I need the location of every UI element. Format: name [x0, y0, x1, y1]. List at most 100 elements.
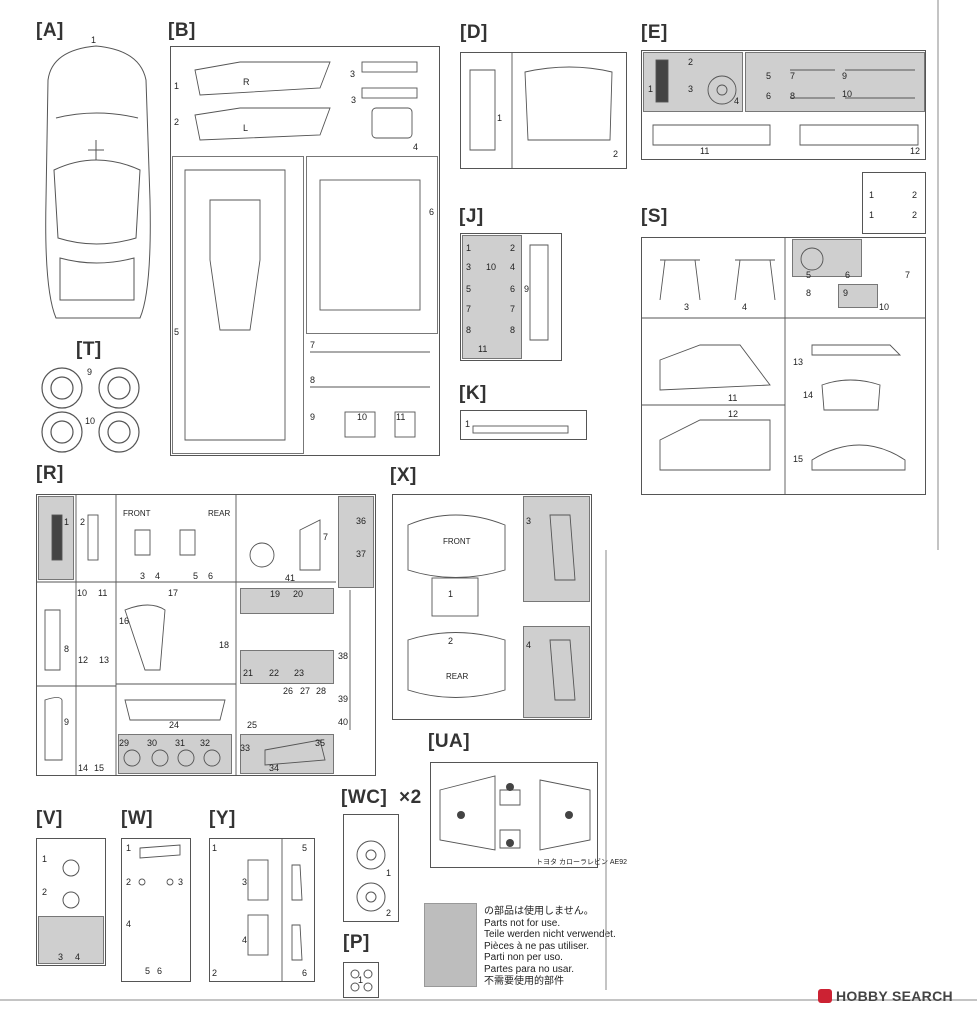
svg-text:R: R — [243, 77, 250, 87]
svg-text:34: 34 — [269, 763, 279, 773]
svg-text:12: 12 — [78, 655, 88, 665]
svg-text:3: 3 — [526, 516, 531, 526]
hobby-search-logo-icon — [818, 989, 832, 1003]
sprue-y — [209, 838, 315, 982]
svg-text:3: 3 — [466, 262, 471, 272]
svg-text:41: 41 — [285, 573, 295, 583]
svg-text:8: 8 — [790, 91, 795, 101]
legend-fr: Pièces à ne pas utiliser. — [484, 940, 590, 952]
watermark: HOBBY SEARCH — [818, 988, 953, 1004]
svg-text:5: 5 — [193, 571, 198, 581]
svg-text:2: 2 — [912, 210, 917, 220]
svg-text:8: 8 — [510, 325, 515, 335]
label-y: [Y] — [209, 808, 236, 829]
svg-text:32: 32 — [200, 738, 210, 748]
sprue-s-tab — [862, 172, 926, 234]
svg-text:1: 1 — [386, 868, 391, 878]
label-d: [D] — [460, 22, 488, 43]
sprue-r-unused-2 — [338, 496, 374, 588]
svg-text:2: 2 — [912, 190, 917, 200]
label-ua: [UA] — [428, 731, 471, 752]
svg-text:11: 11 — [98, 588, 107, 598]
svg-text:1: 1 — [212, 843, 217, 853]
svg-text:6: 6 — [429, 207, 434, 217]
sprue-k — [460, 410, 587, 440]
svg-text:7: 7 — [466, 304, 471, 314]
svg-text:7: 7 — [323, 532, 328, 542]
sprue-d — [460, 52, 627, 169]
sprue-r-unused-3 — [240, 588, 334, 614]
svg-text:15: 15 — [793, 454, 803, 464]
svg-text:30: 30 — [147, 738, 157, 748]
svg-text:9: 9 — [842, 71, 847, 81]
svg-text:1: 1 — [869, 190, 874, 200]
sprue-j-unused — [462, 235, 522, 359]
svg-text:10: 10 — [357, 412, 367, 422]
svg-text:3: 3 — [242, 877, 247, 887]
unused-parts-legend: の部品は使用しません。 Parts not for use. Teile wer… — [484, 906, 616, 987]
svg-text:1: 1 — [466, 243, 471, 253]
x-front-text: FRONT — [443, 537, 471, 546]
svg-text:4: 4 — [155, 571, 160, 581]
svg-text:8: 8 — [806, 288, 811, 298]
svg-text:8: 8 — [310, 375, 315, 385]
svg-text:12: 12 — [728, 409, 738, 419]
svg-text:9: 9 — [87, 367, 92, 377]
svg-text:1: 1 — [869, 210, 874, 220]
sprue-e-unused-2 — [745, 52, 925, 112]
svg-text:3: 3 — [140, 571, 145, 581]
svg-text:28: 28 — [316, 686, 326, 696]
svg-text:33: 33 — [240, 743, 250, 753]
sprue-p — [343, 962, 379, 998]
svg-text:6: 6 — [510, 284, 515, 294]
label-k: [K] — [459, 383, 487, 404]
svg-text:L: L — [243, 123, 248, 133]
svg-text:1: 1 — [64, 517, 69, 527]
sprue-r-unused-4 — [240, 650, 334, 684]
svg-text:7: 7 — [510, 304, 515, 314]
svg-text:4: 4 — [742, 302, 747, 312]
svg-text:31: 31 — [175, 738, 185, 748]
svg-text:9: 9 — [843, 288, 848, 298]
svg-text:9: 9 — [64, 717, 69, 727]
ua-caption: トヨタ カローラレビン AE92 — [536, 857, 627, 866]
svg-text:6: 6 — [845, 270, 850, 280]
svg-text:5: 5 — [766, 71, 771, 81]
svg-text:4: 4 — [126, 919, 131, 929]
svg-text:13: 13 — [793, 357, 803, 367]
sprue-r-unused-6 — [118, 734, 232, 774]
svg-text:3: 3 — [178, 877, 183, 887]
svg-text:7: 7 — [790, 71, 795, 81]
svg-text:6: 6 — [302, 968, 307, 978]
svg-text:36: 36 — [356, 516, 366, 526]
sprue-x-unused — [523, 496, 590, 602]
svg-text:4: 4 — [526, 640, 531, 650]
svg-text:2: 2 — [510, 243, 515, 253]
svg-text:2: 2 — [386, 908, 391, 918]
sprue-wc — [343, 814, 399, 922]
svg-text:21: 21 — [243, 668, 253, 678]
svg-text:9: 9 — [524, 284, 529, 294]
label-s: [S] — [641, 206, 668, 227]
label-p: [P] — [343, 932, 370, 953]
svg-text:1: 1 — [448, 589, 453, 599]
svg-text:23: 23 — [294, 668, 304, 678]
svg-text:6: 6 — [766, 91, 771, 101]
svg-text:3: 3 — [350, 69, 355, 79]
unused-parts-swatch — [424, 903, 477, 987]
svg-text:25: 25 — [247, 720, 257, 730]
label-t: [T] — [76, 339, 102, 360]
label-e: [E] — [641, 22, 668, 43]
sprue-s — [641, 237, 926, 495]
svg-text:4: 4 — [413, 142, 418, 152]
sprue-b — [170, 46, 440, 456]
r-rear-text: REAR — [208, 509, 230, 518]
